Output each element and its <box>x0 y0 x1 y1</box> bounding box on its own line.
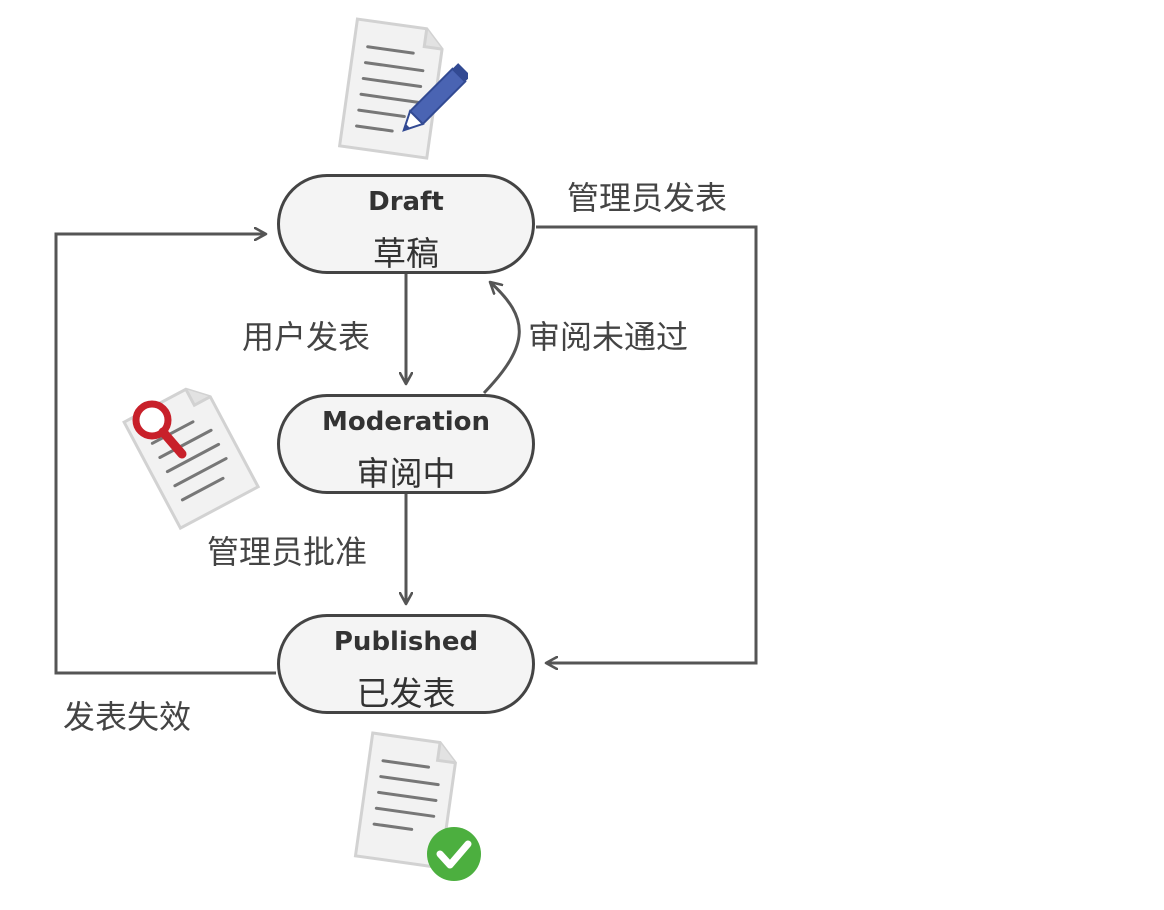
document-check-icon <box>353 731 481 881</box>
document-pencil-icon <box>337 17 468 160</box>
state-moderation-name-zh: 审阅中 <box>356 454 456 493</box>
label-expired: 发表失效 <box>63 698 192 736</box>
label-user-publish: 用户发表 <box>242 318 371 356</box>
state-published-name: Published <box>333 627 479 657</box>
label-review-rejected: 审阅未通过 <box>528 318 689 356</box>
document-magnifier-icon <box>122 387 261 531</box>
state-published: Published 已发表 <box>277 614 535 714</box>
state-draft-name: Draft <box>368 187 444 217</box>
label-admin-publish: 管理员发表 <box>567 179 728 217</box>
state-moderation: Moderation 审阅中 <box>277 394 535 494</box>
arrow-moderation-to-draft <box>482 282 521 395</box>
state-published-name-zh: 已发表 <box>356 674 456 713</box>
state-moderation-name: Moderation <box>321 407 491 437</box>
state-draft: Draft 草稿 <box>277 174 535 274</box>
arrow-draft-to-published <box>536 225 758 663</box>
state-draft-name-zh: 草稿 <box>373 234 439 273</box>
arrow-published-to-draft <box>54 234 276 675</box>
label-admin-approve: 管理员批准 <box>207 533 368 571</box>
